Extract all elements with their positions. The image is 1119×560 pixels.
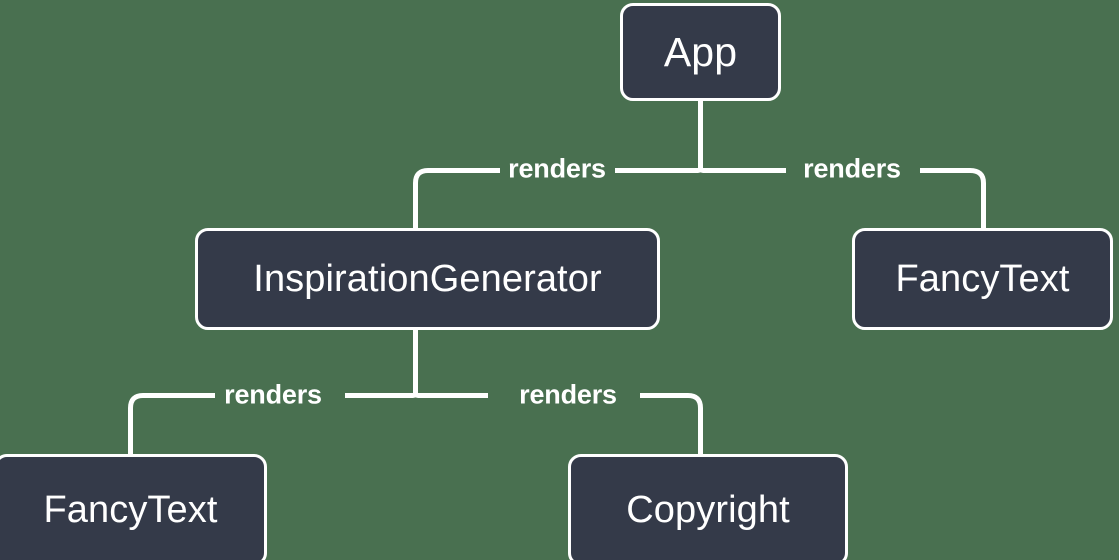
edge-app-to-inspiration-tail	[413, 168, 500, 228]
node-fancytext-right[interactable]: FancyText	[852, 228, 1113, 330]
node-fancytext-bottom[interactable]: FancyText	[0, 454, 267, 560]
edge-label-app-to-fancytext: renders	[803, 153, 901, 184]
node-app[interactable]: App	[620, 3, 781, 101]
node-fancytext-bottom-label: FancyText	[43, 488, 218, 531]
edge-inspiration-to-copyright-tail	[640, 393, 703, 454]
node-copyright[interactable]: Copyright	[568, 454, 848, 560]
edge-label-app-to-inspiration-generator: renders	[508, 153, 606, 184]
edge-app-to-fancytext-tail	[920, 168, 986, 228]
edge-inspiration-to-fancytext	[345, 392, 418, 398]
node-copyright-label: Copyright	[626, 488, 790, 531]
node-inspiration-generator[interactable]: InspirationGenerator	[195, 228, 660, 330]
edge-label-inspiration-generator-to-copyright: renders	[519, 379, 617, 410]
edge-app-to-fancytext	[698, 167, 786, 173]
node-app-label: App	[663, 28, 738, 75]
node-inspiration-generator-label: InspirationGenerator	[253, 257, 602, 300]
edge-app-to-inspiration	[615, 167, 703, 173]
edge-inspiration-to-fancytext-tail	[128, 393, 215, 454]
node-fancytext-right-label: FancyText	[895, 257, 1070, 300]
edge-inspiration-to-copyright	[413, 392, 488, 398]
edge-label-inspiration-generator-to-fancytext: renders	[224, 379, 322, 410]
